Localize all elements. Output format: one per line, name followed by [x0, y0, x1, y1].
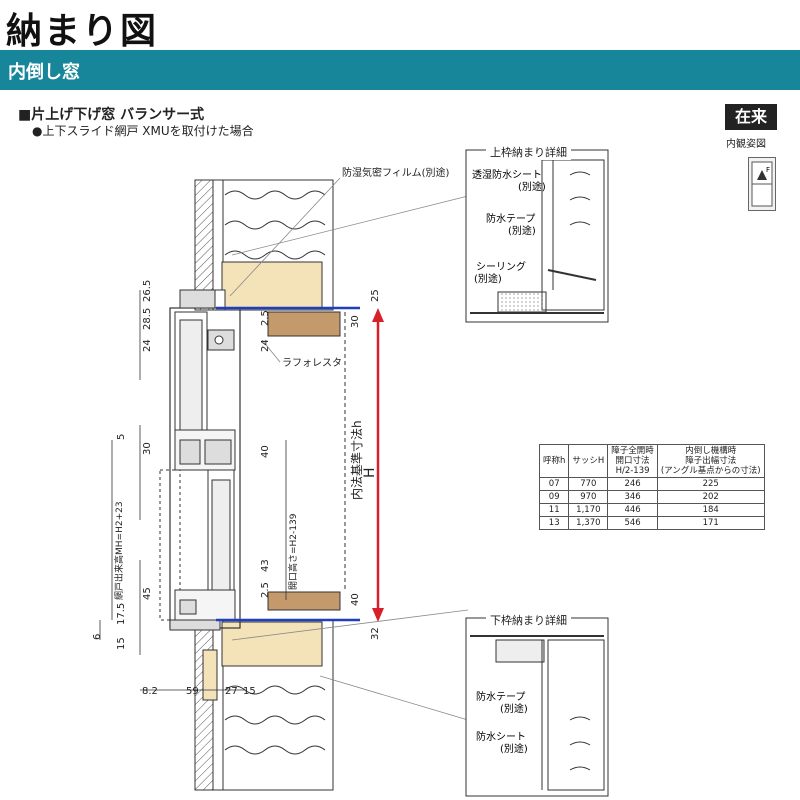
top-detail-l2: 防水テープ — [486, 212, 535, 225]
dim-32: 32 — [370, 627, 381, 640]
sill-trim — [267, 591, 341, 611]
film-label: 防湿気密フィルム(別途) — [342, 166, 450, 179]
table-row: 13 1,370 546 171 — [538, 516, 765, 530]
dim-30b: 30 — [350, 315, 361, 328]
cell: 970 — [568, 490, 609, 504]
table-header: 内倒し機構時 障子出幅寸法 (アングル基点からの寸法) — [656, 444, 765, 478]
svg-text:防水テープ (別途) 防水シート: 防水テープ (別途) 防水シート (別途) — [476, 690, 531, 755]
dim-26-5: 26.5 — [142, 280, 153, 302]
window-elevation-icon: F — [748, 157, 776, 211]
svg-text:透湿防水シート (別途) 防水テープ: 透湿防水シート (別途) 防水テープ (別途) シーリング (別途) — [472, 168, 549, 285]
dim-6: 6 — [92, 634, 103, 640]
bottom-detail-l1: 防水テープ — [476, 690, 525, 703]
screen-height-label: 網戸出来高MH=H2+23 — [113, 501, 125, 600]
dim-27: 27 — [225, 686, 238, 697]
top-detail-l3b: (別途) — [474, 272, 502, 285]
opening-height-label: 開口高さ=H2-139 — [287, 513, 299, 590]
dim-2-5b: 2.5 — [260, 582, 271, 598]
inner-dimension-arrow — [372, 308, 384, 622]
cell: 770 — [568, 477, 609, 491]
dim-15b: 15 — [243, 686, 256, 697]
cell: 202 — [656, 490, 765, 504]
h-label: H — [362, 467, 378, 478]
lower-wall — [194, 619, 334, 791]
diagram-heading: ■片上げ下げ窓 バランサー式 — [18, 107, 205, 123]
top-detail: 透湿防水シート (別途) 防水テープ (別途) シーリング (別途) — [465, 149, 609, 323]
spec-table: 呼称h サッシH 障子全開時 開口寸法 H/2-139 内倒し機構時 障子出幅寸… — [538, 444, 765, 530]
cell: 225 — [656, 477, 765, 491]
top-detail-l3: シーリング — [476, 260, 526, 273]
dim-24b: 24 — [260, 339, 271, 352]
bottom-detail-l1b: (別途) — [500, 702, 528, 715]
cell: 171 — [656, 516, 765, 530]
top-detail-l1b: (別途) — [518, 180, 546, 193]
section-band: 内倒し窓 — [0, 50, 800, 90]
laforesta-label: ラフォレスタ — [282, 357, 342, 369]
cell: 184 — [656, 503, 765, 517]
bottom-detail-title: 下枠納まり詳細 — [486, 612, 571, 628]
dim-28-5: 28.5 — [142, 308, 153, 330]
window-frame — [159, 289, 241, 631]
dim-40a: 40 — [260, 445, 271, 458]
icon-letter: F — [766, 166, 770, 174]
table-row: 07 770 246 225 — [538, 477, 765, 491]
top-detail-l1: 透湿防水シート — [472, 168, 542, 181]
cell: 11 — [538, 503, 570, 517]
bottom-detail-l2b: (別途) — [500, 742, 528, 755]
cell: 346 — [607, 490, 658, 504]
badge-caption: 内観姿図 — [726, 139, 766, 150]
dim-17-5: 17.5 — [116, 603, 127, 625]
dim-5: 5 — [116, 434, 127, 440]
dim-40b: 40 — [350, 593, 361, 606]
cell: 09 — [538, 490, 570, 504]
dim-59: 59 — [186, 686, 199, 697]
dim-45: 45 — [142, 587, 153, 600]
dim-24a: 24 — [142, 339, 153, 352]
bottom-detail-l2: 防水シート — [476, 730, 526, 743]
section-diagram: 防湿気密フィルム(別途) ラフォレスタ 内法基準寸法h H 網戸出来高MH=H2… — [92, 149, 609, 797]
table-header: サッシH — [568, 444, 609, 478]
dim-25: 25 — [370, 289, 381, 302]
table-header: 呼称h — [538, 444, 570, 478]
band-label: 内倒し窓 — [8, 62, 80, 83]
bottom-detail: 防水テープ (別途) 防水シート (別途) — [465, 617, 609, 797]
inner-dim-label: 内法基準寸法h — [349, 420, 364, 500]
cell: 07 — [538, 477, 570, 491]
top-detail-title: 上枠納まり詳細 — [486, 144, 571, 160]
cell: 13 — [538, 516, 570, 530]
top-detail-l2b: (別途) — [508, 224, 536, 237]
head-trim — [267, 311, 341, 337]
diagram-subheading: ●上下スライド網戸 XMUを取付けた場合 — [32, 124, 254, 138]
cell: 246 — [607, 477, 658, 491]
dim-8-2: 8.2 — [142, 686, 158, 697]
dim-43: 43 — [260, 559, 271, 572]
table-row: 11 1,170 446 184 — [538, 503, 765, 517]
cell: 446 — [607, 503, 658, 517]
dim-15: 15 — [116, 637, 127, 650]
dim-30a: 30 — [142, 442, 153, 455]
dim-2-5a: 2.5 — [260, 310, 271, 326]
table-header: 障子全開時 開口寸法 H/2-139 — [607, 444, 658, 478]
cell: 546 — [607, 516, 658, 530]
cell: 1,170 — [568, 503, 609, 517]
page-title: 納まり図 — [6, 11, 159, 52]
upper-wall — [194, 179, 334, 311]
zairai-badge: 在来 — [725, 104, 777, 130]
cell: 1,370 — [568, 516, 609, 530]
table-row: 09 970 346 202 — [538, 490, 765, 504]
